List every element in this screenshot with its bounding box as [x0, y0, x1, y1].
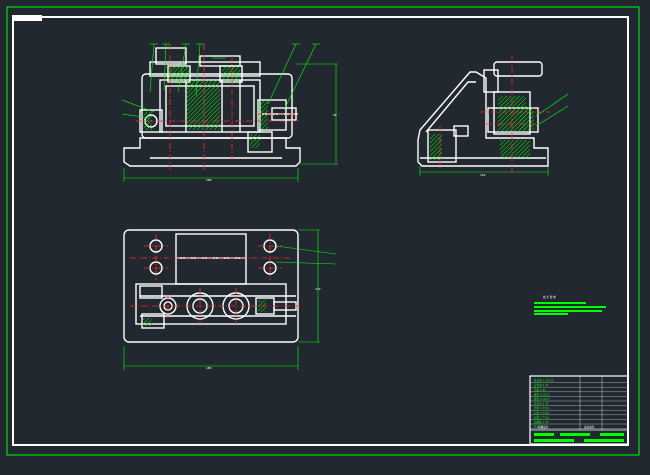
- title-block-row: 支承钉 6 T8: [534, 402, 549, 406]
- note-line-1: [534, 302, 586, 304]
- title-block-row: 夹具体 1 HT200: [534, 379, 554, 383]
- front-height-dimension-label: 96: [333, 113, 337, 117]
- technical-notes-heading: 技 术 要 求: [543, 295, 556, 299]
- front-width-dimension-label: 180: [206, 178, 212, 182]
- title-block-row: 衬套 2 T10A: [534, 411, 549, 415]
- top-width-dimension-label: 180: [206, 366, 212, 370]
- top-view-centerlines: [130, 234, 300, 324]
- title-block-row: 销 2 35: [534, 425, 544, 429]
- title-block-drawing-name: 钻床夹具: [584, 425, 595, 429]
- title-block-row: 压板 2 45: [534, 388, 546, 392]
- title-block-row: 螺栓 4 Q235: [534, 397, 550, 401]
- top-height-dimension-label: 110: [315, 287, 321, 291]
- note-line-3: [534, 310, 602, 312]
- side-view-dimensions: [419, 93, 569, 176]
- outer-border: [6, 6, 640, 456]
- front-view-dimensions: [121, 43, 338, 182]
- note-line-2: [534, 306, 606, 308]
- title-block-row: 定位块 2 45: [534, 383, 549, 387]
- note-line-4: [534, 313, 568, 315]
- side-view-centerlines: [439, 56, 550, 172]
- front-view-centerlines: [136, 44, 300, 170]
- title-block-row: 垫圈 4 65Mn: [534, 406, 550, 410]
- technical-notes: 技 术 要 求: [534, 295, 606, 315]
- title-block-row: 钻模板 1 45: [534, 420, 549, 424]
- top-view-dimensions: [123, 229, 337, 370]
- title-block-school: 机械设计: [538, 425, 549, 429]
- front-view-hatching: [144, 66, 268, 148]
- title-block-row: 钻套 2 T10A: [534, 415, 549, 419]
- title-block-row: 螺母 4 Q235: [534, 392, 550, 396]
- side-width-dimension-label: 126: [480, 173, 486, 177]
- inner-frame: [12, 16, 629, 446]
- side-view-hatching: [430, 96, 534, 160]
